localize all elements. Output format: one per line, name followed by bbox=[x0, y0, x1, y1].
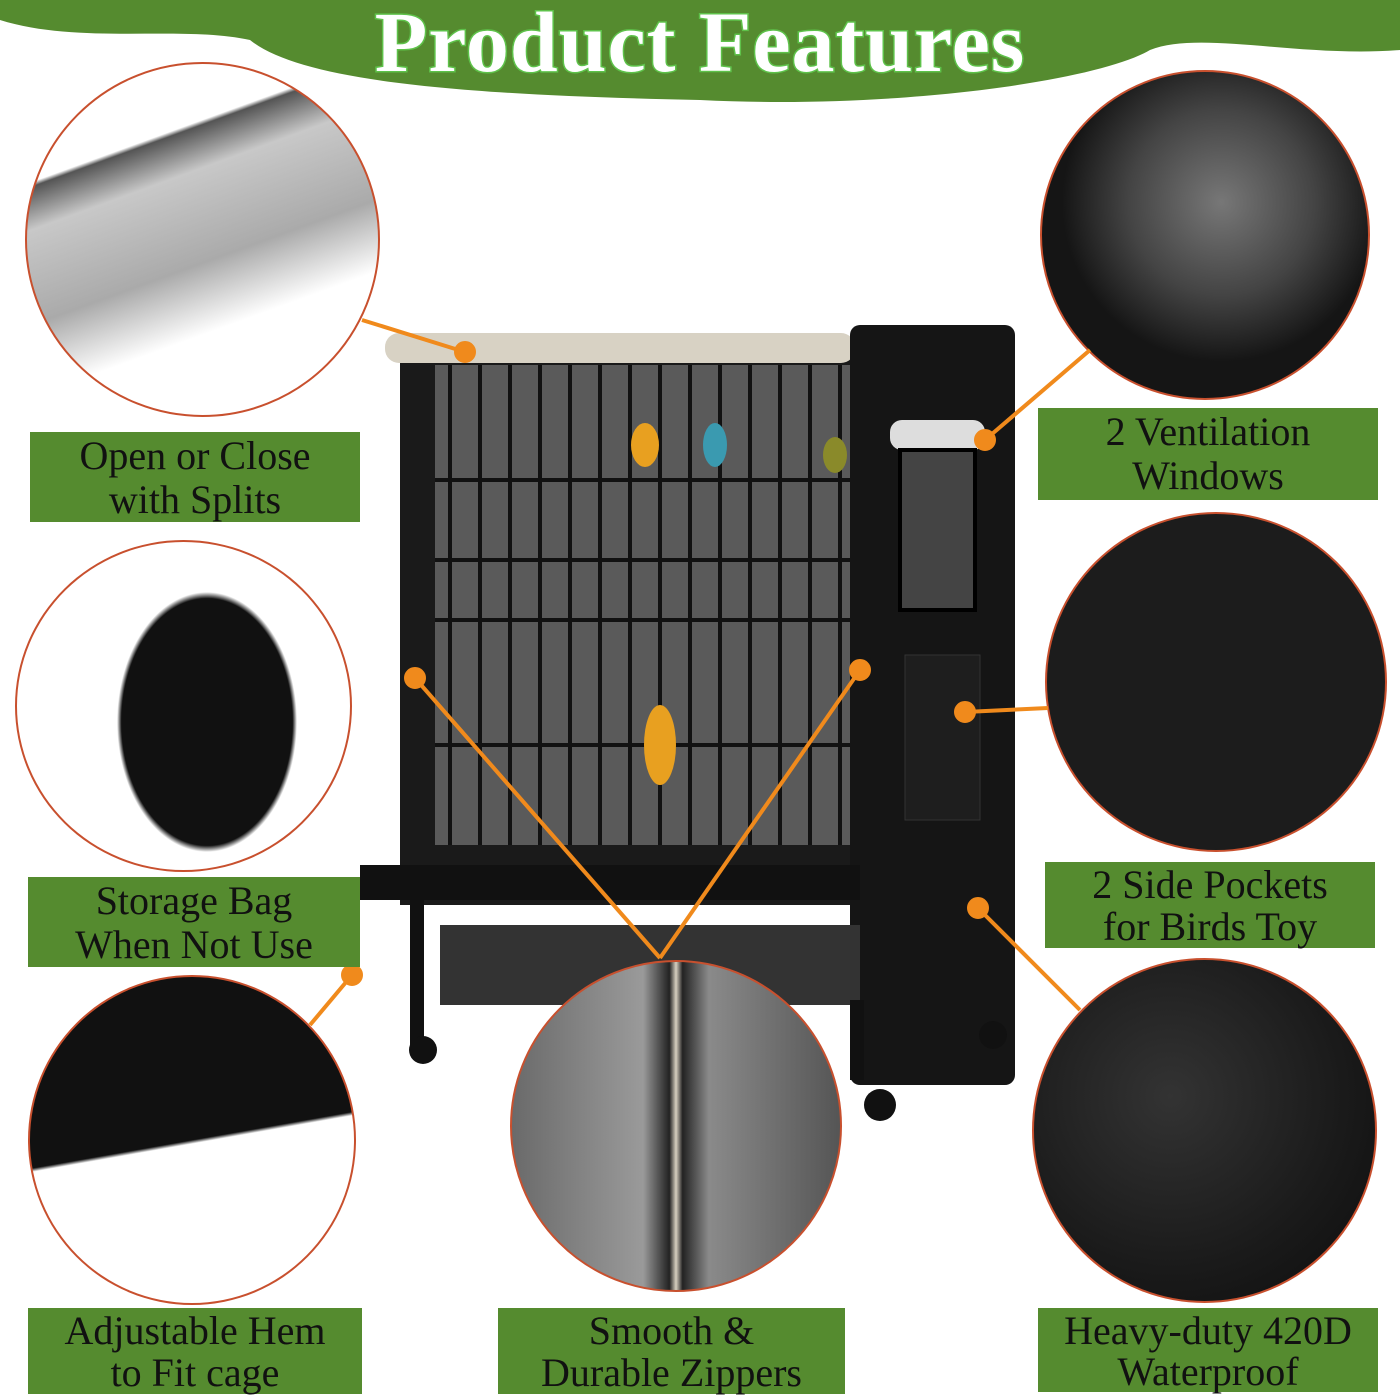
feature-line-2: for Birds Toy bbox=[1102, 904, 1318, 949]
feature-line-1: Storage Bag bbox=[95, 878, 293, 923]
ventilation-window-photo bbox=[1040, 70, 1370, 400]
feature-line-2: Windows bbox=[1132, 453, 1284, 498]
feature-label-adjustable-hem: Adjustable Hem to Fit cage bbox=[28, 1308, 362, 1394]
waterproof-fabric-photo bbox=[1032, 958, 1377, 1303]
splits-detail-photo bbox=[25, 62, 380, 417]
feature-line-1: 2 Ventilation bbox=[1105, 409, 1311, 454]
feature-label-storage-bag: Storage Bag When Not Use bbox=[28, 877, 360, 967]
feature-line-1: Open or Close bbox=[79, 433, 311, 478]
zipper-photo bbox=[510, 960, 842, 1292]
feature-label-ventilation: 2 Ventilation Windows bbox=[1038, 408, 1378, 500]
feature-line-1: Adjustable Hem bbox=[64, 1308, 326, 1353]
storage-bag-photo bbox=[15, 540, 352, 872]
feature-line-2: to Fit cage bbox=[110, 1350, 280, 1395]
adjustable-hem-photo bbox=[28, 975, 356, 1305]
feature-line-1: 2 Side Pockets bbox=[1092, 862, 1328, 907]
header-banner bbox=[0, 0, 1400, 102]
feature-line-2: When Not Use bbox=[75, 922, 313, 967]
side-pocket-photo bbox=[1045, 512, 1387, 852]
feature-line-1: Heavy-duty 420D bbox=[1064, 1308, 1352, 1353]
feature-line-2: with Splits bbox=[108, 477, 282, 522]
feature-label-splits: Open or Close with Splits bbox=[30, 432, 360, 522]
page-title: Product Features bbox=[373, 0, 1026, 92]
feature-label-zippers: Smooth & Durable Zippers bbox=[498, 1308, 845, 1394]
feature-line-2: Waterproof bbox=[1117, 1349, 1299, 1394]
feature-label-waterproof: Heavy-duty 420D Waterproof bbox=[1038, 1308, 1378, 1392]
feature-line-1: Smooth & bbox=[588, 1308, 755, 1353]
feature-line-2: Durable Zippers bbox=[540, 1350, 802, 1395]
feature-label-side-pockets: 2 Side Pockets for Birds Toy bbox=[1045, 862, 1375, 948]
